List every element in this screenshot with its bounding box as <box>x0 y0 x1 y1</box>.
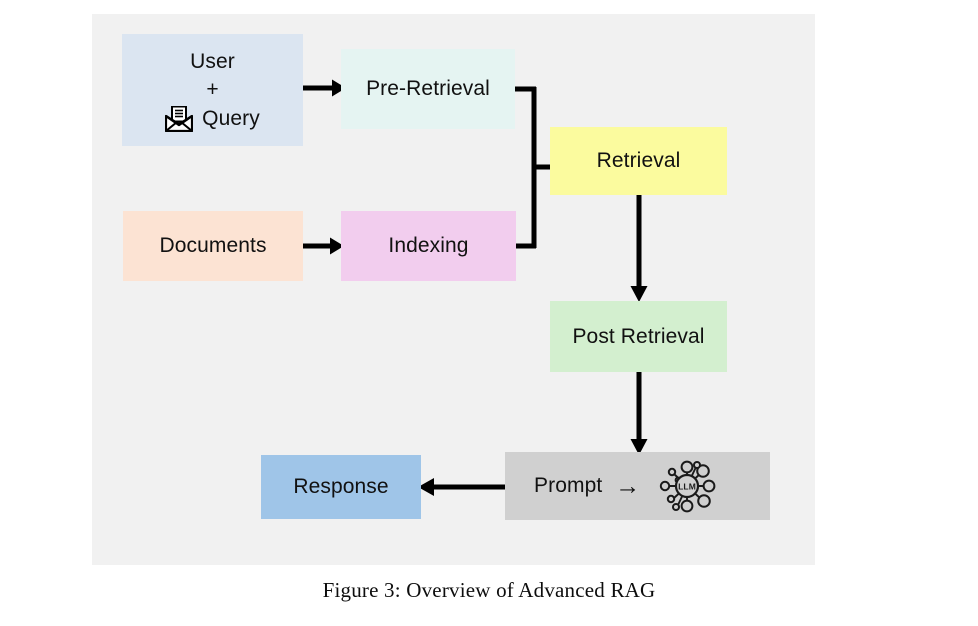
edge-documents-to-indexing <box>303 232 344 260</box>
node-retrieval[interactable]: Retrieval <box>550 127 727 195</box>
node-pre-retrieval-label: Pre-Retrieval <box>366 77 490 101</box>
node-user-query-line-query: Query <box>165 103 260 134</box>
node-response[interactable]: Response <box>261 455 421 519</box>
envelope-icon <box>165 104 194 132</box>
edge-retrieval-to-post-retrieval <box>625 194 653 304</box>
node-pre-retrieval[interactable]: Pre-Retrieval <box>341 49 515 129</box>
node-prompt-label: Prompt <box>534 474 603 498</box>
node-user-query-line-plus: + <box>206 77 218 103</box>
node-post-retrieval[interactable]: Post Retrieval <box>550 301 727 372</box>
node-user-query-label-user: User <box>190 49 235 73</box>
node-user-query[interactable]: User + <box>122 34 303 146</box>
node-prompt-row: Prompt → <box>534 458 718 514</box>
edge-user-to-pre-retrieval <box>302 74 346 102</box>
node-documents[interactable]: Documents <box>123 211 303 281</box>
node-user-query-line-user: User <box>190 46 235 77</box>
node-retrieval-label: Retrieval <box>596 149 681 173</box>
llm-icon-label: LLM <box>679 482 697 492</box>
node-response-label: Response <box>293 475 389 499</box>
llm-network-icon: LLM <box>656 458 718 514</box>
edge-prompt-to-response <box>418 473 510 501</box>
node-indexing-label: Indexing <box>388 234 469 258</box>
node-documents-label: Documents <box>159 234 267 258</box>
edge-post-retrieval-to-prompt <box>625 371 653 457</box>
figure-caption: Figure 3: Overview of Advanced RAG <box>322 578 656 602</box>
node-prompt[interactable]: Prompt → <box>505 452 770 520</box>
node-user-query-label-plus: + <box>206 78 219 101</box>
node-indexing[interactable]: Indexing <box>341 211 516 281</box>
right-arrow-glyph: → <box>615 471 641 500</box>
node-user-query-label-query: Query <box>202 106 260 130</box>
diagram-canvas: User + <box>92 14 815 565</box>
node-post-retrieval-label: Post Retrieval <box>572 324 705 348</box>
